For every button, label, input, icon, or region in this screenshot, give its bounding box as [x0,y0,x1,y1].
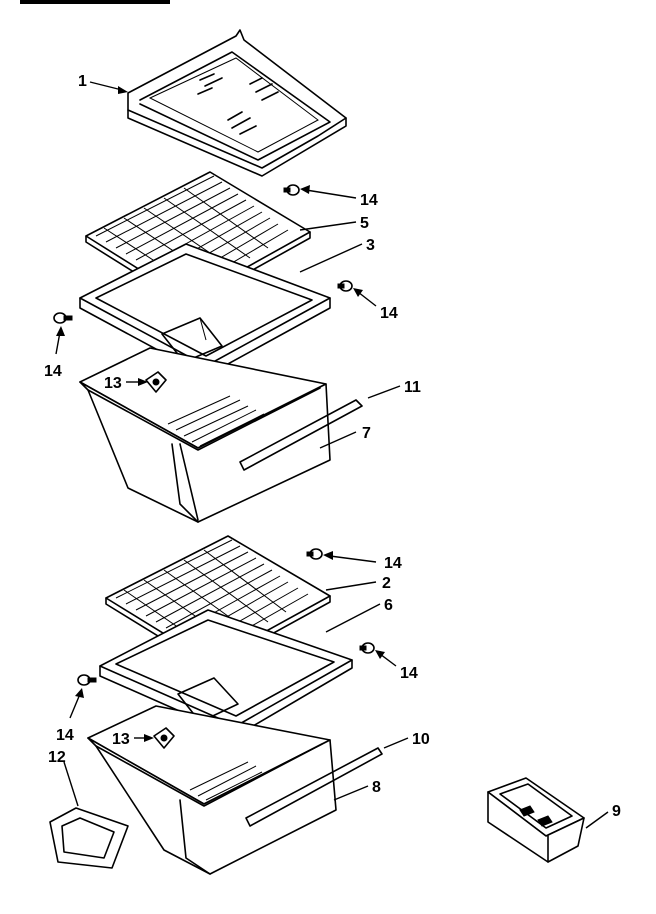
callout-3: 3 [366,237,375,254]
fasteners [53,184,375,749]
callout-14: 14 [380,305,398,322]
screw-14-c [53,312,73,324]
part-9-small-bin [487,777,585,863]
leader-lines [55,81,609,829]
callout-11: 11 [404,379,421,396]
callout-14: 14 [44,363,62,380]
callout-10: 10 [412,731,430,748]
callout-6: 6 [384,597,393,614]
part-3-upper-frame [79,243,331,377]
callout-14: 14 [56,727,74,744]
clip-13-b [153,727,175,749]
callout-5: 5 [360,215,369,232]
callout-12: 12 [48,749,66,766]
screw-14-f [77,674,97,686]
callout-14: 14 [400,665,418,682]
clip-13-a [145,371,167,393]
callout-2: 2 [382,575,391,592]
part-1-glass-shelf [127,29,347,177]
callout-9: 9 [612,803,621,820]
callout-8: 8 [372,779,381,796]
callout-7: 7 [362,425,371,442]
callout-14: 14 [360,192,378,209]
screw-14-b [337,280,353,292]
part-8-lower-crisper-drawer [87,705,383,875]
callout-13: 13 [112,731,130,748]
callout-labels: 1 14 5 3 14 14 13 11 7 14 2 6 14 14 10 1… [44,73,621,820]
callout-13: 13 [104,375,122,392]
part-7-upper-crisper-drawer [79,347,363,523]
screw-14-e [359,642,375,654]
screw-14-d [306,548,323,560]
screw-14-a [283,184,300,196]
callout-1: 1 [78,73,87,90]
cropped-header-mark [20,0,170,4]
part-12-bracket [49,807,129,869]
callout-14: 14 [384,555,402,572]
